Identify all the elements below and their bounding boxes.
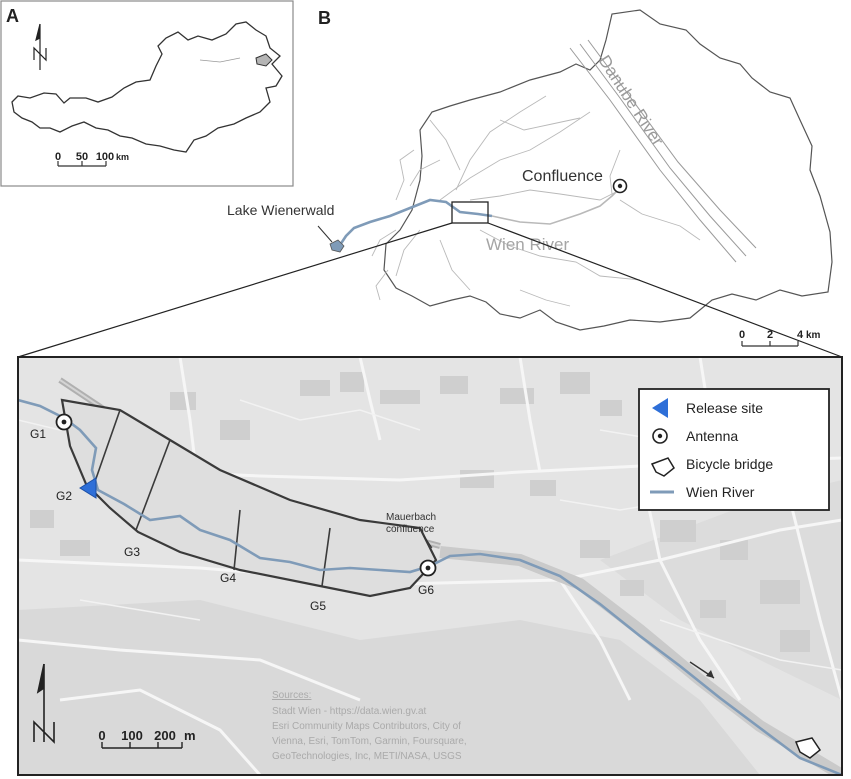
vienna-boundary — [383, 9, 833, 331]
confluence-marker-dot — [617, 183, 623, 189]
panel-a-north-arrow — [33, 23, 47, 70]
wien-river-label: Wien River — [486, 235, 569, 254]
panel-a-scale-50: 50 — [76, 151, 88, 163]
antenna-g1 — [55, 413, 73, 431]
inset-scale-0: 0 — [98, 728, 105, 743]
sources-line-2: Esri Community Maps Contributors, City o… — [272, 721, 461, 732]
study-reach-dividers — [91, 409, 331, 587]
lake-wienerwald — [329, 239, 345, 253]
inset-terrain-south — [18, 600, 760, 775]
release-site-marker — [79, 477, 97, 499]
inset-leader-right — [487, 222, 843, 358]
site-label-g5: G5 — [310, 599, 326, 613]
legend-label-release-site: Release site — [686, 400, 763, 416]
study-reach-polygon — [60, 398, 438, 598]
mauerbach-leader — [423, 535, 433, 549]
site-label-g3: G3 — [124, 545, 140, 559]
lake-wienerwald-label: Lake Wienerwald — [227, 202, 334, 218]
antenna-g6 — [419, 559, 437, 577]
panel-a-scale-unit: km — [116, 152, 129, 162]
inset-map: G1 G2 G3 G4 G5 G6 Mauerbach confluence 0… — [17, 356, 843, 776]
site-label-g2: G2 — [56, 489, 72, 503]
inset-scale-200: 200 — [154, 728, 176, 743]
site-label-g4: G4 — [220, 571, 236, 585]
vienna-highlight — [255, 53, 273, 67]
site-label-g1: G1 — [30, 427, 46, 441]
mauerbach-label-line1: Mauerbach — [386, 512, 436, 523]
sources-line-4: GeoTechnologies, Inc, METI/NASA, USGS — [272, 751, 462, 762]
lake-leader-line — [317, 225, 333, 243]
inset-scale-bar — [101, 742, 183, 749]
legend-label-bicycle-bridge: Bicycle bridge — [686, 456, 773, 472]
legend-release-site-icon — [652, 398, 668, 418]
tributary-network — [371, 95, 701, 307]
inset-locator-box — [451, 201, 489, 224]
inset-north-arrow — [33, 663, 55, 744]
legend-box — [638, 388, 830, 511]
panel-a: A 0 50 100 km — [0, 0, 294, 187]
bicycle-bridge-symbol — [794, 737, 822, 759]
panel-b-scale-bar — [741, 341, 799, 347]
mauerbach-label-line2: confluence — [386, 524, 435, 535]
sources-text: Sources: Stadt Wien - https://data.wien.… — [272, 690, 467, 762]
inset-leader-left — [17, 222, 453, 358]
legend-label-wien-river: Wien River — [686, 484, 755, 500]
confluence-label: Confluence — [522, 168, 603, 185]
wien-river-gray-b — [491, 185, 623, 225]
danube-river-lines — [569, 39, 757, 263]
panel-b-scale-0: 0 — [739, 329, 745, 341]
legend: Release site Antenna Bicycle bridge Wien… — [638, 388, 830, 511]
panel-b-scale-2: 2 — [767, 329, 773, 341]
austria-interior-line — [199, 57, 241, 63]
panel-a-letter: A — [6, 6, 19, 26]
panel-b-letter: B — [318, 8, 331, 28]
legend-bicycle-bridge-icon — [650, 457, 675, 477]
panel-b-scale-4: 4 — [797, 329, 804, 341]
inset-scale-unit: m — [184, 728, 196, 743]
site-label-g6: G6 — [418, 583, 434, 597]
sources-line-1: Stadt Wien - https://data.wien.gv.at — [272, 706, 427, 717]
flow-direction-arrowhead — [706, 670, 714, 678]
wien-river-line-b — [336, 198, 493, 249]
panel-a-scale-100: 100 — [96, 151, 114, 163]
panel-a-scale-bar — [57, 161, 107, 167]
legend-label-antenna: Antenna — [686, 428, 738, 444]
legend-antenna-icon-dot — [657, 433, 663, 439]
panel-b: B Danube River — [17, 8, 843, 358]
inset-scale-100: 100 — [121, 728, 143, 743]
panel-a-scale-0: 0 — [55, 151, 61, 163]
austria-outline — [11, 21, 283, 153]
sources-line-3: Vienna, Esri, TomTom, Garmin, Foursquare… — [272, 736, 467, 747]
panel-b-scale-unit: km — [806, 330, 821, 341]
inset-frame — [17, 356, 843, 776]
wien-river-line-inset — [18, 398, 842, 775]
sources-line-0: Sources: — [272, 690, 311, 701]
